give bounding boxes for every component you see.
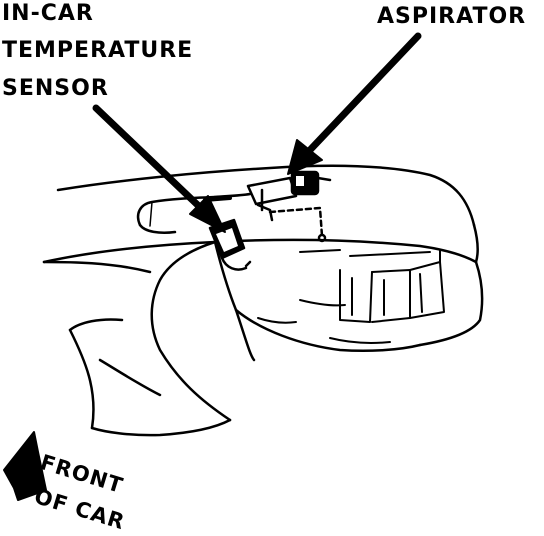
dash-face-details — [257, 249, 445, 344]
sensor-pointer-arrow — [92, 104, 226, 233]
instrument-panel-outline — [42, 164, 484, 437]
aspirator-unit — [246, 170, 332, 243]
sensor-label-line3: SENSOR — [2, 76, 109, 101]
sensor-label-line2: TEMPERATURE — [2, 38, 194, 63]
sensor-label-line1: IN-CAR — [2, 1, 94, 26]
aspirator-pointer-arrow — [287, 32, 422, 175]
front-direction-arrow — [3, 431, 47, 501]
aspirator-label: ASPIRATOR — [377, 4, 527, 29]
